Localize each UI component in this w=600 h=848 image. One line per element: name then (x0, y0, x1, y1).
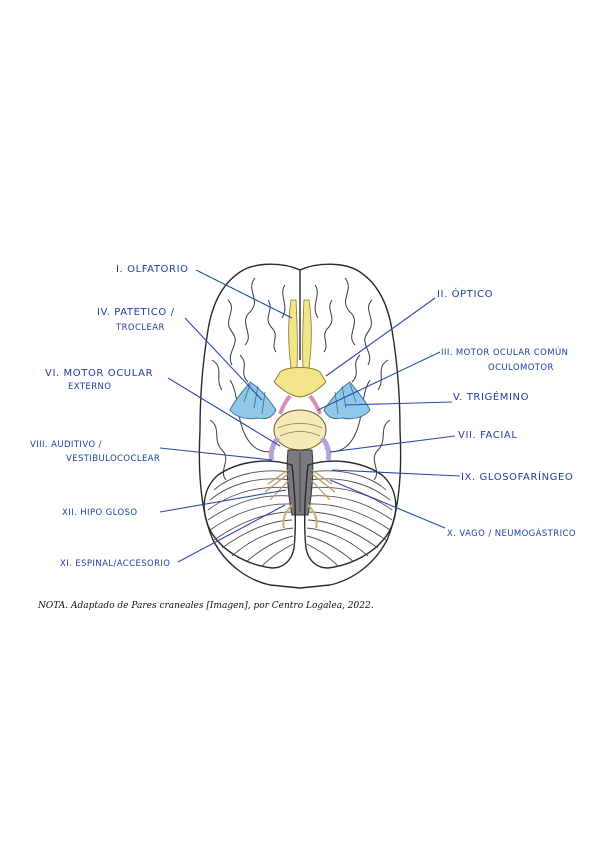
pons (274, 410, 326, 450)
label-troclear: TROCLEAR (115, 323, 165, 333)
label-oculomotor: OCULOMOTOR (488, 363, 554, 373)
cerebellum-right (305, 461, 396, 568)
label-motor-externo: VI. MOTOR OCULAR (45, 368, 153, 379)
label-motor-comun: III. MOTOR OCULAR COMÚN (441, 346, 568, 358)
trigeminal-right (324, 382, 370, 419)
label-vago: X. VAGO / NEUMOGÁSTRICO (447, 527, 576, 539)
brain-illustration (199, 264, 400, 588)
olfactory-tract-left (289, 300, 298, 368)
label-facial: VII. FACIAL (458, 430, 518, 441)
source-note: NOTA. Adaptado de Pares craneales [Image… (37, 601, 374, 611)
label-espinal: XI. ESPINAL/ACCESORIO (60, 559, 170, 569)
cerebellum-left (204, 461, 295, 568)
label-trigemino: V. TRIGÉMINO (453, 390, 529, 403)
olfactory-tract-right (303, 300, 312, 368)
optic-chiasm (274, 368, 326, 398)
label-externo: EXTERNO (68, 382, 111, 392)
label-vestibulococlear: VESTIBULOCOCLEAR (66, 454, 160, 464)
label-patetico: IV. PATETICO / (97, 307, 175, 318)
label-hipogloso: XII. HIPO GLOSO (62, 508, 137, 518)
oculomotor-nerve-left (280, 396, 290, 414)
label-olfatorio: I. OLFATORIO (116, 264, 189, 275)
trigeminal-left (230, 382, 276, 419)
oculomotor-nerve-right (310, 396, 320, 414)
label-glosofaringeo: IX. GLOSOFARÍNGEO (461, 470, 573, 483)
label-optico: II. ÓPTICO (437, 287, 493, 300)
label-auditivo: VIII. AUDITIVO / (30, 440, 102, 450)
